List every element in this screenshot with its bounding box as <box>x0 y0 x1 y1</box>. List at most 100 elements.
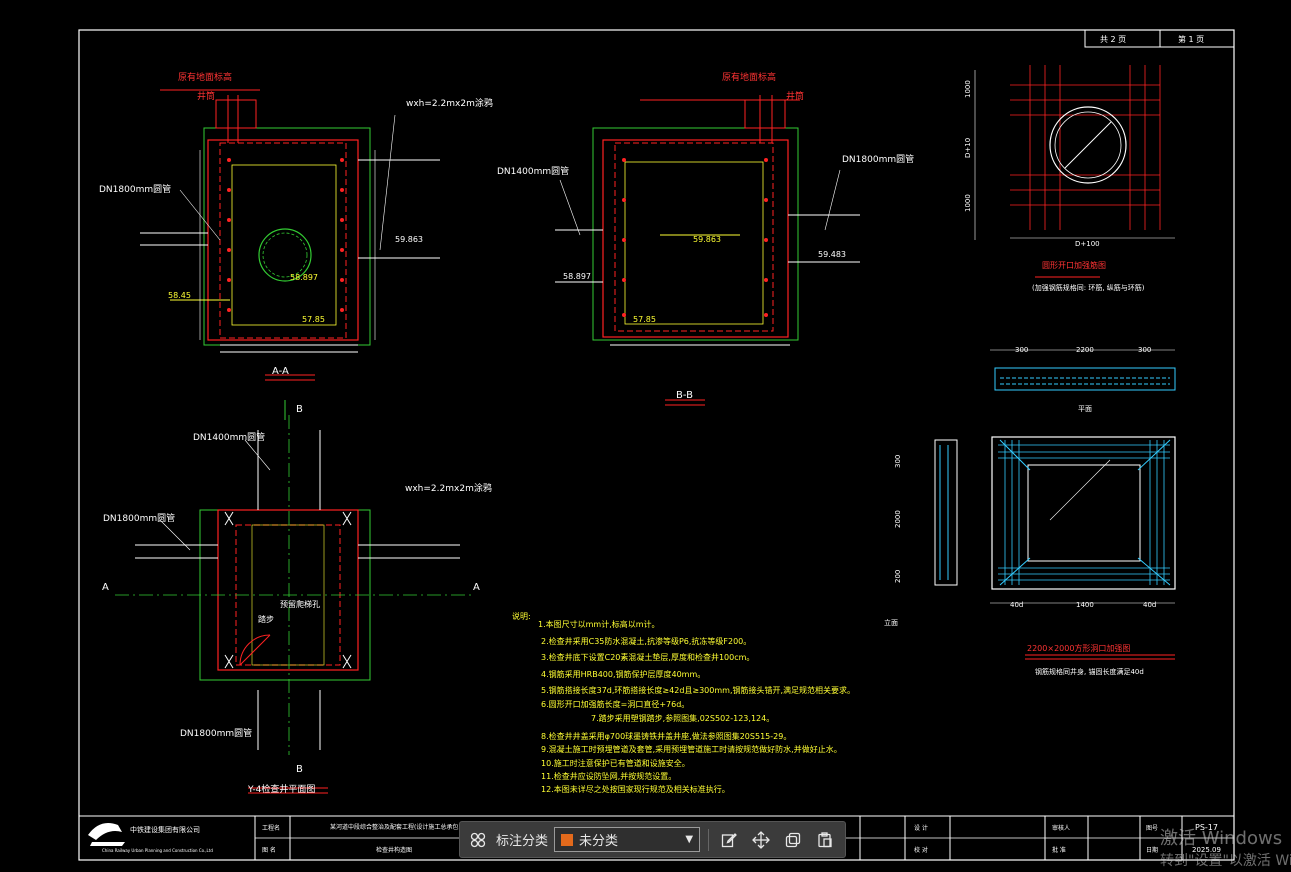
section-bb-elev-right: 59.483 <box>818 250 846 259</box>
page-number: 第 1 页 <box>1178 34 1204 44</box>
section-aa-wxh-label: wxh=2.2mx2m涂鸦 <box>406 97 493 109</box>
annotation-toolbar: 标注分类 未分类 ▼ <box>459 821 846 858</box>
approve-label: 批 准 <box>1052 846 1066 854</box>
note-12: 12.本图未详尽之处按国家现行规范及相关标准执行。 <box>541 784 730 794</box>
check-label: 校 对 <box>914 846 928 854</box>
opening-dim-top-mid: 2200 <box>1076 346 1094 354</box>
drawing-date: 2025.09 <box>1192 846 1221 854</box>
section-bb-elev-center: 59.863 <box>693 235 721 244</box>
plan-axis-b-bottom: B <box>296 764 303 775</box>
opening-detail-title: 2200×2000方形洞口加强图 <box>1027 643 1130 653</box>
note-4: 4.钢筋采用HRB400,钢筋保护层厚度40mm。 <box>541 669 705 679</box>
opening-detail-note: 钢筋规格同井身, 锚固长度满足40d <box>1035 667 1144 676</box>
opening-label-elev: 立面 <box>884 618 898 627</box>
project-label: 工程名 <box>262 824 280 832</box>
note-6: 6.圆形开口加强筋长度=洞口直径+76d。 <box>541 699 689 709</box>
watermark-line-2: 转到"设置"以激活 Windows。 <box>1160 853 1291 869</box>
opening-dim-top-left: 300 <box>1015 346 1028 354</box>
note-1: 1.本图尺寸以mm计,标高以m计。 <box>538 619 660 629</box>
drawing-frame <box>78 29 1235 861</box>
section-aa-elev-top: 59.863 <box>395 235 423 244</box>
note-5: 5.钢筋搭接长度37d,环筋搭接长度≥42d且≥300mm,钢筋接头错开,满足规… <box>541 685 855 695</box>
notes-heading: 说明: <box>512 611 531 621</box>
opening-dim-left-bottom: 200 <box>894 570 902 583</box>
opening-detail <box>934 349 1176 660</box>
category-label: 标注分类 <box>496 834 549 849</box>
section-aa-elev-bottom: 57.85 <box>302 315 325 324</box>
category-selected-value: 未分类 <box>579 834 619 849</box>
note-10: 10.施工时注意保护已有管道和设施安全。 <box>541 758 690 768</box>
watermark-line-1: 激活 Windows <box>1160 828 1283 849</box>
opening-dim-bottom-left: 40d <box>1010 601 1023 609</box>
design-label: 设 计 <box>914 824 928 832</box>
review-label: 审核人 <box>1052 824 1070 832</box>
section-bb-elev-left: 58.897 <box>563 272 591 281</box>
plan-wxh-label: wxh=2.2mx2m涂鸦 <box>405 482 492 494</box>
opening-dim-left-mid: 2000 <box>894 510 902 528</box>
plan-step-label: 踏步 <box>258 614 274 624</box>
category-select[interactable]: 未分类 ▼ <box>554 827 701 852</box>
copy-icon[interactable] <box>781 828 805 852</box>
section-bb-pipe-right: DN1800mm圆管 <box>842 153 914 165</box>
group-icon[interactable] <box>466 828 490 852</box>
plan-axis-a-right: A <box>473 582 480 593</box>
company-name: 中铁建设集团有限公司 <box>130 825 200 834</box>
company-name-en: China Railway Urban Planning and Constru… <box>102 848 213 853</box>
note-9: 9.混凝土施工时预埋管道及套管,采用预埋管道施工时请按规范做好防水,并做好止水。 <box>541 744 842 754</box>
section-bb-elev-bottom: 57.85 <box>633 315 656 324</box>
rebar-detail <box>974 65 1175 278</box>
sheet-count: 共 2 页 <box>1100 35 1126 44</box>
rebar-dim-bottom: 1000 <box>964 194 972 212</box>
date-label: 日期 <box>1146 846 1158 854</box>
notes-block: 说明: 1.本图尺寸以mm计,标高以m计。 2.检查井采用C35防水混凝土,抗渗… <box>512 611 855 794</box>
toolbar-divider <box>708 828 710 851</box>
section-aa-title: A-A <box>272 366 289 377</box>
section-bb-title: B-B <box>676 390 693 401</box>
plan-pipe-left: DN1800mm圆管 <box>103 512 175 524</box>
rebar-dim-top: 1000 <box>964 80 972 98</box>
opening-dim-left-top: 300 <box>894 455 902 468</box>
section-bb-ground-label: 原有地面标高 <box>722 71 776 83</box>
section-aa-pipe-label: DN1800mm圆管 <box>99 183 171 195</box>
section-bb-shaft-label: 井筒 <box>786 90 804 102</box>
section-aa-shaft-label: 井筒 <box>197 90 215 102</box>
opening-label-plan: 平面 <box>1078 405 1092 413</box>
plan-pipe-bottom: DN1800mm圆管 <box>180 727 252 739</box>
note-2: 2.检查井采用C35防水混凝土,抗渗等级P6,抗冻等级F200。 <box>541 636 751 646</box>
section-aa-elev-mid: 58.897 <box>290 273 318 282</box>
drawing-name: 检查井构造图 <box>376 846 412 854</box>
move-icon[interactable] <box>749 828 773 852</box>
section-bb-pipe-left: DN1400mm圆管 <box>497 165 569 177</box>
drawing-number: PS-17 <box>1195 823 1218 832</box>
plan-pipe-top: DN1400mm圆管 <box>193 431 265 443</box>
drawing-label: 图 名 <box>262 846 276 854</box>
plan-title: Y-4检查井平面图 <box>247 783 315 795</box>
rebar-detail-title: 圆形开口加强筋图 <box>1042 260 1106 270</box>
opening-dim-top-right: 300 <box>1138 346 1151 354</box>
plan-axis-a-left: A <box>102 582 109 593</box>
project-name: 某河道中段综合整治及配套工程(设计施工总承包)-给排水 <box>330 823 481 831</box>
paste-icon[interactable] <box>813 828 837 852</box>
section-aa-elev-left: 58.45 <box>168 291 191 300</box>
chevron-down-icon: ▼ <box>685 834 694 845</box>
plan-view <box>115 415 475 794</box>
opening-dim-bottom-right: 40d <box>1143 601 1156 609</box>
section-aa-ground-label: 原有地面标高 <box>178 71 232 83</box>
rebar-detail-note: (加强钢筋规格同: 环筋, 纵筋与环筋) <box>1032 283 1145 292</box>
activation-watermark: 激活 Windows 转到"设置"以激活 Windows。 <box>1160 828 1291 872</box>
number-label: 图号 <box>1146 825 1158 832</box>
rebar-dim-width: D+100 <box>1075 240 1100 248</box>
edit-icon[interactable] <box>717 828 741 852</box>
section-aa <box>140 89 440 420</box>
plan-axis-b-top: B <box>296 404 303 415</box>
category-color-swatch <box>561 833 574 846</box>
note-8: 8.检查井井盖采用φ700球墨铸铁井盖井座,做法参照图集20S515-29。 <box>541 731 791 741</box>
opening-dim-bottom-mid: 1400 <box>1076 601 1094 609</box>
rebar-dim-mid: D+10 <box>964 138 972 158</box>
note-7: 7.踏步采用塑钢踏步,参照图集,02S502-123,124。 <box>591 713 774 723</box>
note-3: 3.检查井底下设置C20素混凝土垫层,厚度和检查井100cm。 <box>541 652 754 662</box>
note-11: 11.检查井应设防坠网,并按规范设置。 <box>541 771 676 781</box>
plan-feature-label: 预留爬梯孔 <box>280 599 320 609</box>
sheet-header-box: 共 2 页 第 1 页 <box>1084 29 1235 48</box>
